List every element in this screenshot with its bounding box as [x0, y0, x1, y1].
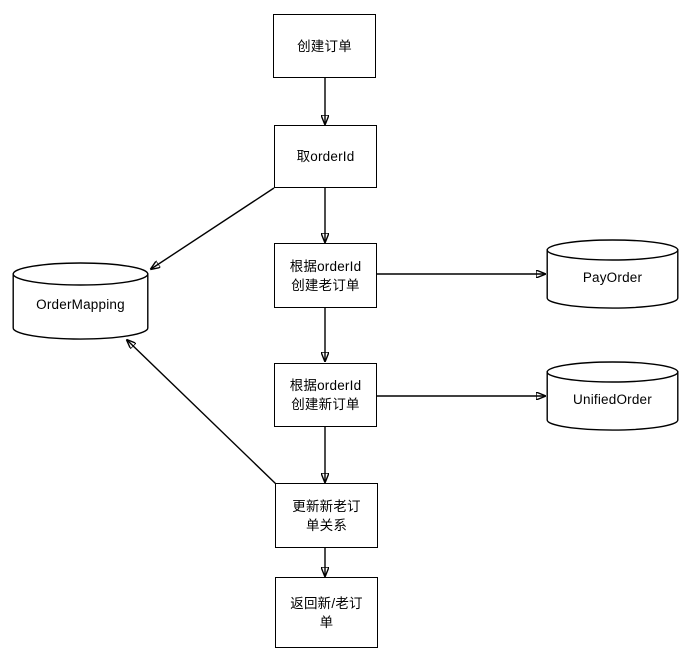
database-icon: [546, 361, 679, 431]
node-create-new-order-label: 根据orderId 创建新订单: [289, 378, 362, 412]
database-icon: [546, 239, 679, 309]
node-pay-order[interactable]: PayOrder: [546, 239, 679, 309]
node-return-order[interactable]: 返回新/老订 单: [275, 577, 378, 648]
node-return-order-label: 返回新/老订 单: [290, 595, 363, 630]
node-create-old-order-label: 根据orderId 创建老订单: [289, 258, 362, 293]
edge-update-relation-to-order-mapping: [127, 340, 277, 485]
node-create-old-order[interactable]: 根据orderId 创建老订单: [274, 243, 377, 308]
edge-get-order-id-to-order-mapping: [151, 187, 275, 269]
node-create-order-label: 创建订单: [297, 38, 352, 54]
node-unified-order[interactable]: UnifiedOrder: [546, 361, 679, 431]
node-get-order-id[interactable]: 取orderId: [274, 125, 377, 188]
node-update-relation[interactable]: 更新新老订 单关系: [275, 483, 378, 548]
node-pay-order-label: PayOrder: [582, 269, 643, 285]
node-unified-order-label: UnifiedOrder: [573, 391, 652, 407]
node-create-new-order[interactable]: 根据orderId 创建新订单: [274, 363, 377, 427]
node-get-order-id-label: 取orderId: [296, 149, 355, 164]
node-order-mapping[interactable]: OrderMapping: [12, 262, 149, 340]
node-update-relation-label: 更新新老订 单关系: [292, 498, 361, 533]
node-create-order[interactable]: 创建订单: [273, 14, 376, 78]
database-icon: [12, 262, 149, 340]
node-order-mapping-label: OrderMapping: [36, 296, 125, 312]
